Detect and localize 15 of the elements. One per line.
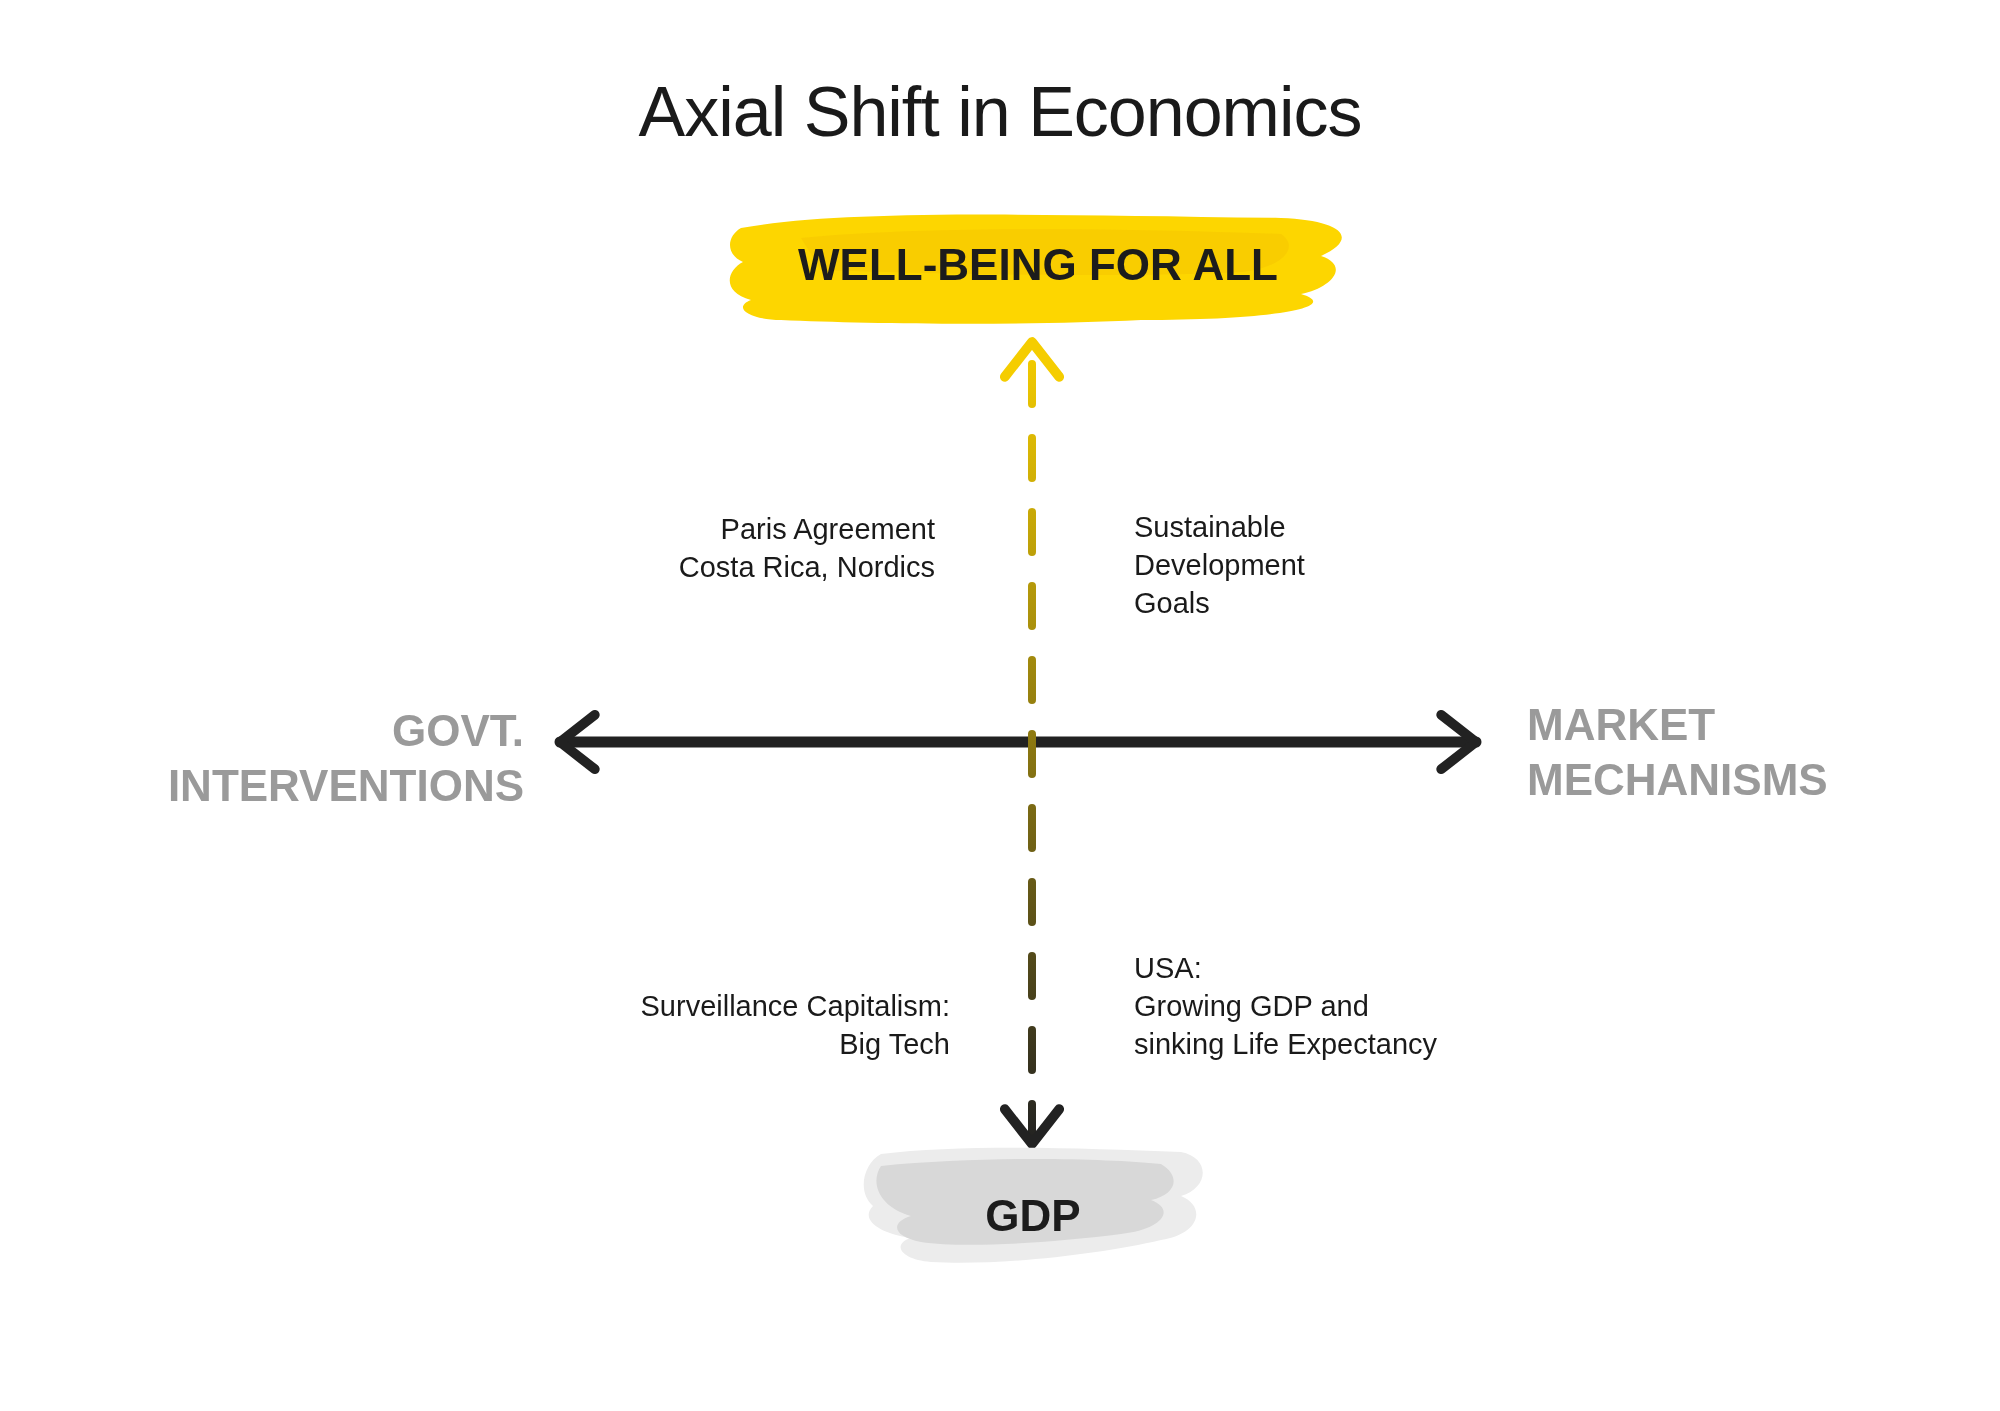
note-text: Growing GDP and — [1134, 989, 1370, 1024]
title: Axial Shift in Economics — [637, 72, 1363, 152]
axis-label: MARKET MECHANISMS — [1527, 698, 1829, 806]
note-text: sinking Life Expectancy — [1134, 1027, 1439, 1062]
arrow — [999, 337, 1065, 1149]
highlighted-label: GDP — [985, 1190, 1081, 1242]
note-text: Paris Agreement — [719, 512, 935, 547]
note-text: Sustainable Development Goals — [1134, 510, 1306, 621]
arrow — [554, 709, 1482, 775]
highlighted-label: WELL-BEING FOR ALL — [798, 238, 1278, 291]
axis-label: GOVT. INTERVENTIONS — [166, 704, 524, 812]
note-text: Costa Rica, Nordics — [677, 550, 935, 585]
note-text: Big Tech — [838, 1027, 950, 1062]
note-text: USA: — [1134, 951, 1203, 986]
note-text: Surveillance Capitalism: — [639, 989, 950, 1024]
